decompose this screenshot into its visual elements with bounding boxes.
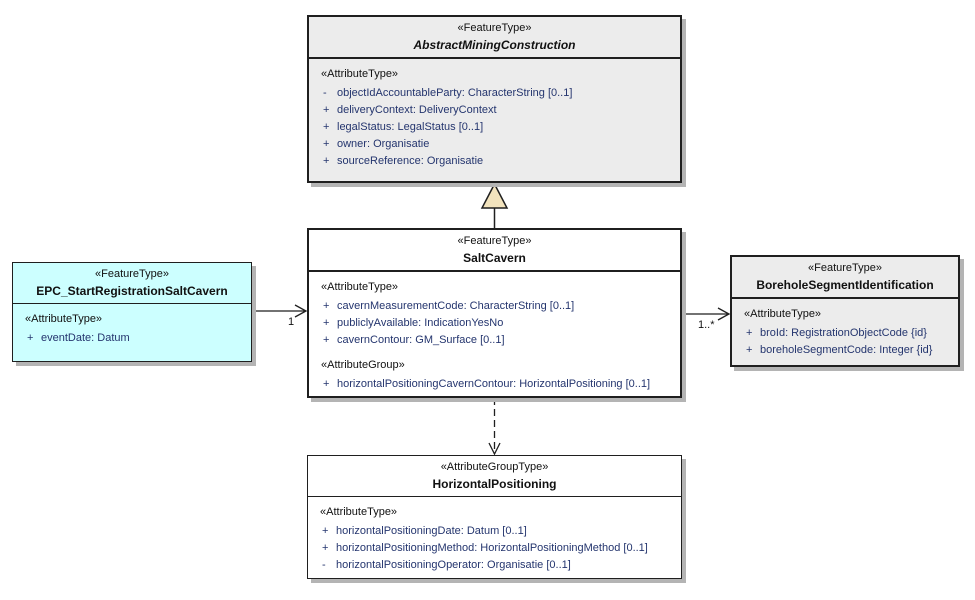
class-attribute-compartment: «AttributeType» + cavernMeasurementCode:… bbox=[309, 272, 680, 399]
class-header: «FeatureType» BoreholeSegmentIdentificat… bbox=[732, 257, 958, 299]
class-header: «AttributeGroupType» HorizontalPositioni… bbox=[308, 456, 681, 497]
attribute-type-heading: «AttributeType» bbox=[320, 506, 398, 518]
attribute-row: + horizontalPositioningDate: Datum [0..1… bbox=[320, 523, 673, 540]
attribute-text: deliveryContext: DeliveryContext bbox=[337, 104, 497, 116]
class-stereotype: «FeatureType» bbox=[95, 268, 169, 280]
class-attribute-compartment: «AttributeType» - objectIdAccountablePar… bbox=[309, 59, 680, 176]
attribute-row: + cavernContour: GM_Surface [0..1] bbox=[321, 332, 672, 349]
attribute-row: + boreholeSegmentCode: Integer {id} bbox=[744, 342, 950, 359]
class-name: HorizontalPositioning bbox=[432, 477, 557, 491]
class-stereotype: «FeatureType» bbox=[457, 22, 532, 34]
attribute-row: + sourceReference: Organisatie bbox=[321, 153, 672, 170]
generalization-triangle-icon bbox=[480, 182, 509, 209]
attribute-row: + horizontalPositioningCavernContour: Ho… bbox=[321, 376, 672, 393]
attribute-type-heading: «AttributeType» bbox=[25, 313, 103, 325]
attribute-text: owner: Organisatie bbox=[337, 138, 430, 150]
attribute-text: horizontalPositioningOperator: Organisat… bbox=[336, 559, 571, 571]
visibility: + bbox=[323, 317, 330, 329]
attribute-row: + publiclyAvailable: IndicationYesNo bbox=[321, 315, 672, 332]
class-stereotype: «AttributeGroupType» bbox=[440, 461, 549, 473]
attribute-row: + owner: Organisatie bbox=[321, 136, 672, 153]
visibility: + bbox=[322, 542, 329, 554]
visibility: + bbox=[323, 300, 330, 312]
dependency-arrowhead-icon bbox=[488, 442, 501, 456]
attribute-text: broId: RegistrationObjectCode {id} bbox=[760, 327, 927, 339]
visibility: + bbox=[746, 344, 753, 356]
visibility: - bbox=[323, 87, 327, 99]
class-boreholesegmentidentification[interactable]: «FeatureType» BoreholeSegmentIdentificat… bbox=[730, 255, 960, 367]
class-epc-startregistrationsaltcavern[interactable]: «FeatureType» EPC_StartRegistrationSaltC… bbox=[12, 262, 252, 362]
class-attribute-compartment: «AttributeType» + horizontalPositioningD… bbox=[308, 497, 681, 580]
visibility: + bbox=[746, 327, 753, 339]
class-name: SaltCavern bbox=[463, 251, 526, 265]
class-header: «FeatureType» AbstractMiningConstruction bbox=[309, 17, 680, 59]
attribute-text: boreholeSegmentCode: Integer {id} bbox=[760, 344, 933, 356]
class-name: BoreholeSegmentIdentification bbox=[756, 278, 934, 292]
class-stereotype: «FeatureType» bbox=[808, 262, 882, 274]
class-header: «FeatureType» SaltCavern bbox=[309, 230, 680, 272]
multiplicity-label: 1..* bbox=[698, 319, 715, 331]
attribute-group-heading: «AttributeGroup» bbox=[321, 359, 405, 371]
class-abstractminingconstruction[interactable]: «FeatureType» AbstractMiningConstruction… bbox=[307, 15, 682, 183]
multiplicity-label: 1 bbox=[288, 316, 295, 328]
attribute-text: legalStatus: LegalStatus [0..1] bbox=[337, 121, 484, 133]
attribute-text: objectIdAccountableParty: CharacterStrin… bbox=[337, 87, 573, 99]
attribute-type-heading: «AttributeType» bbox=[744, 308, 822, 320]
attribute-text: horizontalPositioningDate: Datum [0..1] bbox=[336, 525, 527, 537]
visibility: + bbox=[323, 121, 330, 133]
attribute-row: - objectIdAccountableParty: CharacterStr… bbox=[321, 85, 672, 102]
attribute-row: + horizontalPositioningMethod: Horizonta… bbox=[320, 540, 673, 557]
visibility: + bbox=[323, 155, 330, 167]
attribute-text: horizontalPositioningCavernContour: Hori… bbox=[337, 378, 651, 390]
attribute-row: - horizontalPositioningOperator: Organis… bbox=[320, 557, 673, 574]
visibility: + bbox=[322, 525, 329, 537]
association-arrowhead-icon bbox=[294, 304, 308, 318]
class-attribute-compartment: «AttributeType» + broId: RegistrationObj… bbox=[732, 299, 958, 365]
attribute-text: cavernContour: GM_Surface [0..1] bbox=[337, 334, 505, 346]
class-header: «FeatureType» EPC_StartRegistrationSaltC… bbox=[13, 263, 251, 304]
attribute-type-heading: «AttributeType» bbox=[321, 68, 399, 80]
association-arrowhead-icon bbox=[717, 307, 731, 321]
attribute-row: + cavernMeasurementCode: CharacterString… bbox=[321, 298, 672, 315]
attribute-text: horizontalPositioningMethod: HorizontalP… bbox=[336, 542, 648, 554]
attribute-text: publiclyAvailable: IndicationYesNo bbox=[337, 317, 504, 329]
attribute-text: sourceReference: Organisatie bbox=[337, 155, 484, 167]
visibility: - bbox=[322, 559, 326, 571]
class-stereotype: «FeatureType» bbox=[457, 235, 532, 247]
class-saltcavern[interactable]: «FeatureType» SaltCavern «AttributeType»… bbox=[307, 228, 682, 398]
visibility: + bbox=[27, 332, 34, 344]
visibility: + bbox=[323, 334, 330, 346]
attribute-text: eventDate: Datum bbox=[41, 332, 130, 344]
attribute-row: + deliveryContext: DeliveryContext bbox=[321, 102, 672, 119]
visibility: + bbox=[323, 138, 330, 150]
visibility: + bbox=[323, 378, 330, 390]
class-name: AbstractMiningConstruction bbox=[413, 38, 576, 52]
attribute-text: cavernMeasurementCode: CharacterString [… bbox=[337, 300, 575, 312]
class-attribute-compartment: «AttributeType» + eventDate: Datum bbox=[13, 304, 251, 353]
visibility: + bbox=[323, 104, 330, 116]
attribute-row: + broId: RegistrationObjectCode {id} bbox=[744, 325, 950, 342]
attribute-type-heading: «AttributeType» bbox=[321, 281, 399, 293]
attribute-row: + legalStatus: LegalStatus [0..1] bbox=[321, 119, 672, 136]
class-horizontalpositioning[interactable]: «AttributeGroupType» HorizontalPositioni… bbox=[307, 455, 682, 579]
attribute-row: + eventDate: Datum bbox=[25, 330, 243, 347]
class-name: EPC_StartRegistrationSaltCavern bbox=[36, 284, 228, 298]
